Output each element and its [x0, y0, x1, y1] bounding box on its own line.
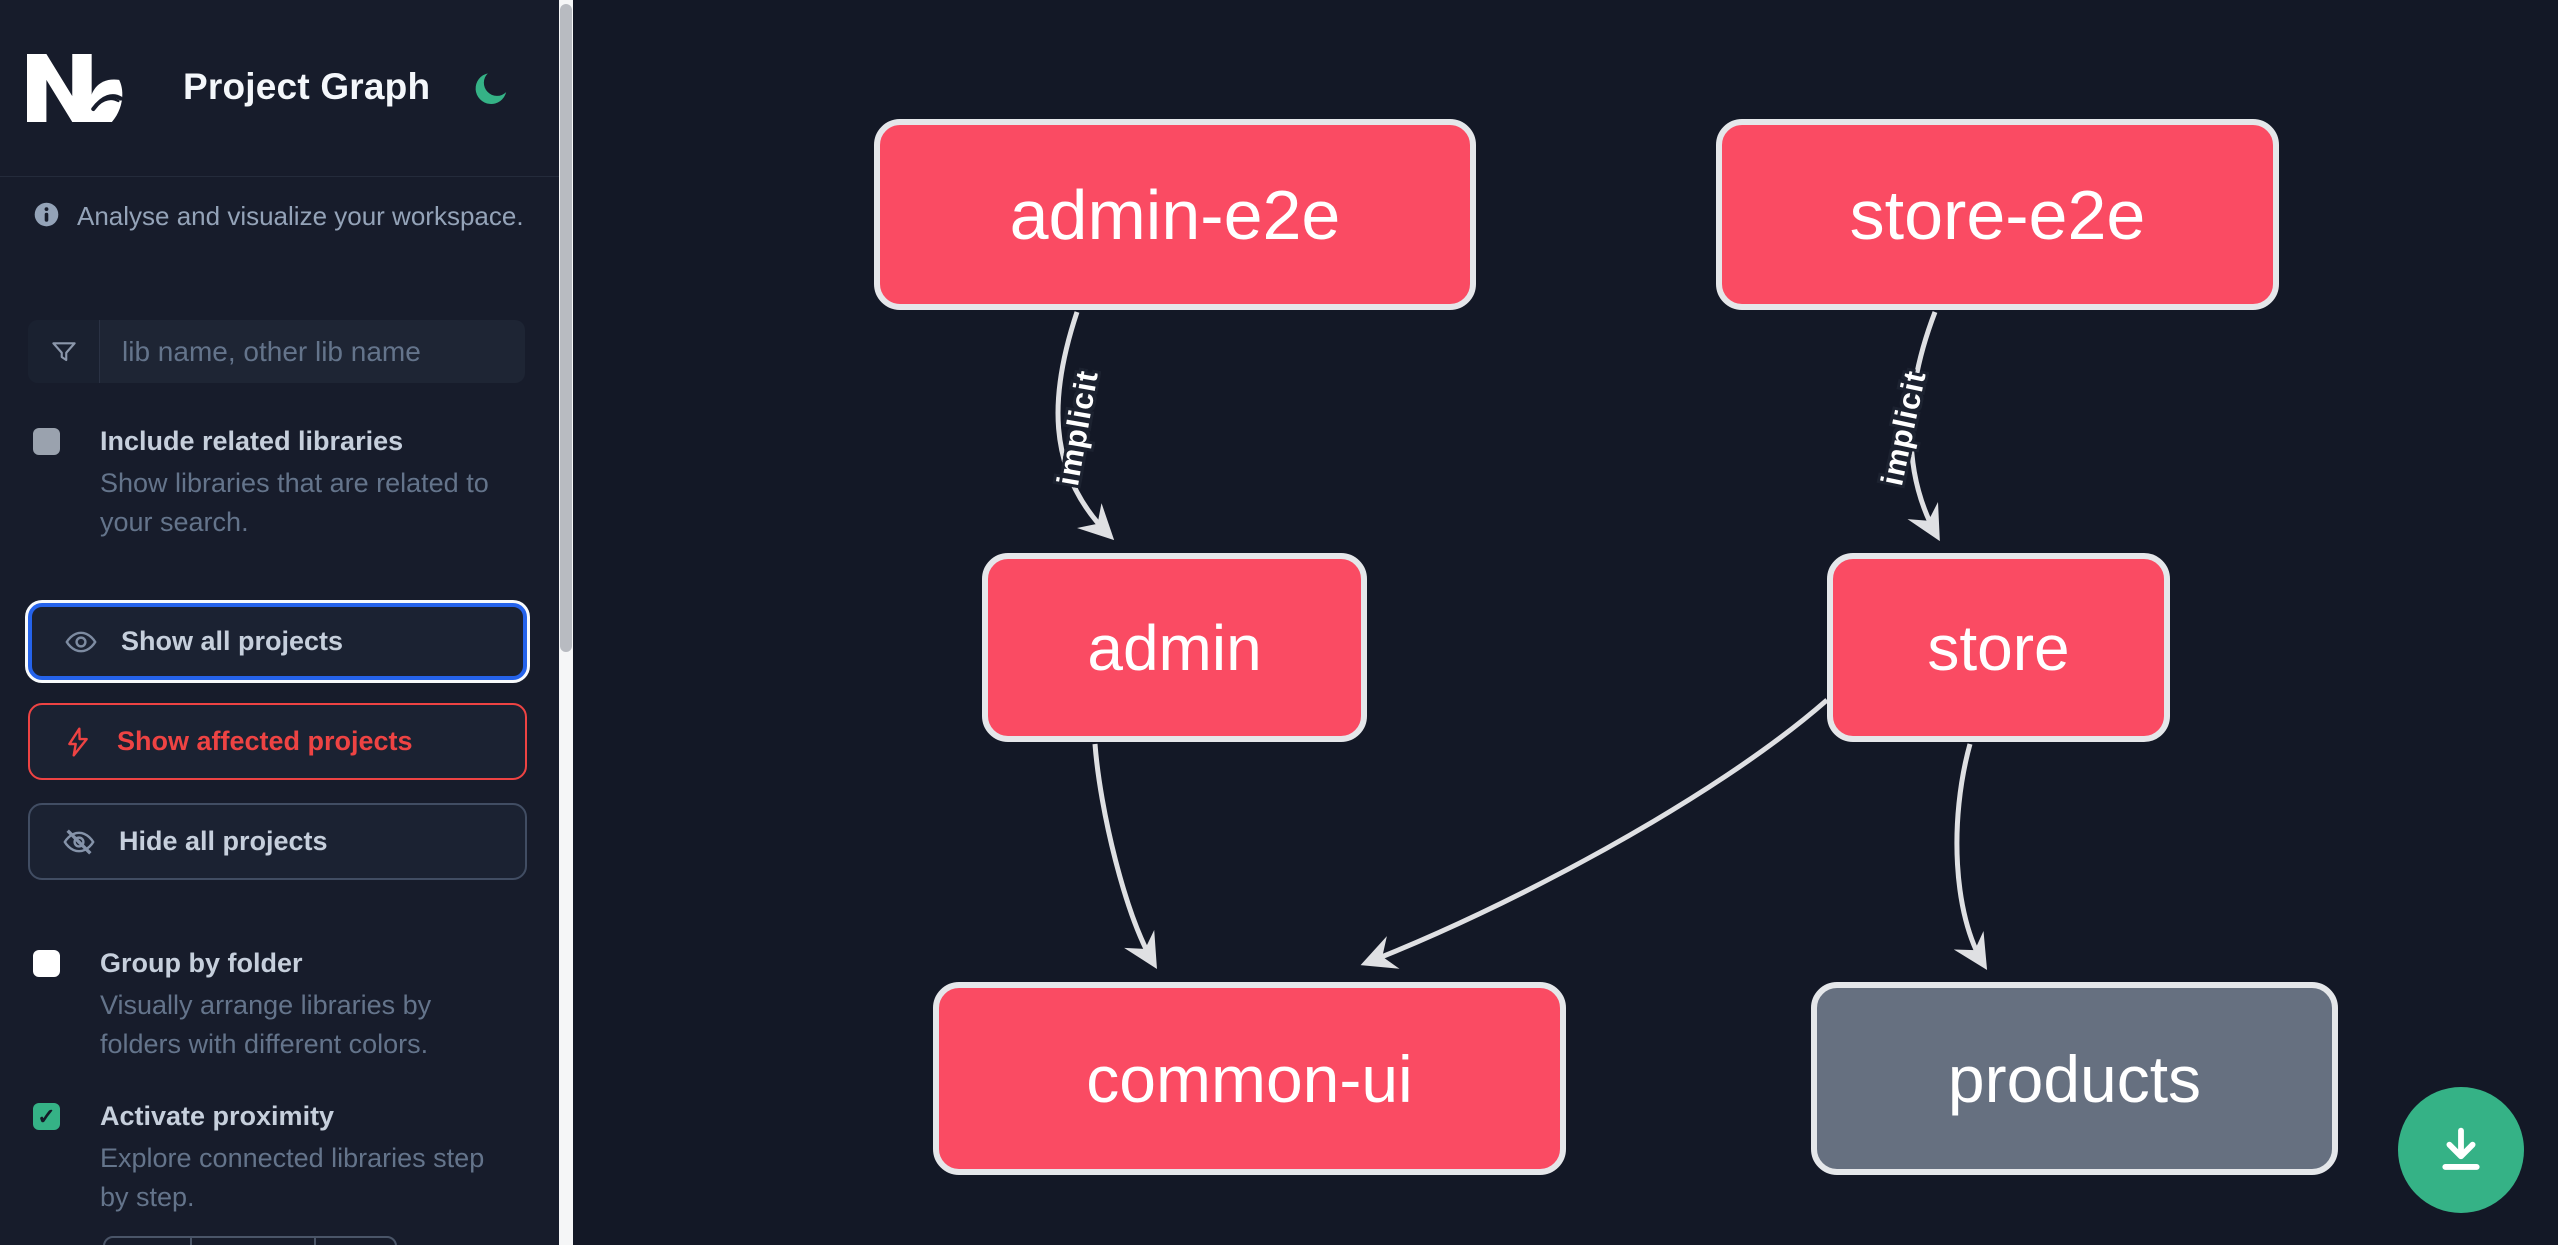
sidebar-scrollbar-track	[559, 0, 573, 1245]
show-all-projects-button[interactable]: Show all projects	[28, 603, 527, 680]
tagline-text: Analyse and visualize your workspace.	[77, 201, 524, 231]
edge-store-to-common-ui	[1360, 698, 1829, 969]
search-input[interactable]	[100, 320, 525, 383]
dependency-edges	[1055, 311, 1988, 970]
dark-mode-toggle-moon-icon[interactable]	[472, 68, 512, 108]
project-node-products[interactable]: products	[1811, 982, 2338, 1175]
edge-admin-to-common-ui	[1092, 743, 1157, 970]
show-affected-projects-label: Show affected projects	[117, 726, 413, 756]
sidebar: Project Graph Analyse and visualize your…	[0, 0, 573, 1245]
lightning-bolt-icon	[68, 726, 88, 757]
stepper-value	[190, 1238, 314, 1245]
stepper-decrement[interactable]	[105, 1238, 190, 1245]
group-by-folder-checkbox-box[interactable]	[33, 950, 60, 977]
search-filter-group	[28, 320, 525, 383]
group-by-folder-label: Group by folder	[100, 948, 303, 978]
include-related-description: Show libraries that are related to your …	[100, 468, 489, 537]
filter-funnel-icon	[28, 320, 100, 383]
project-node-store-e2e[interactable]: store-e2e	[1716, 119, 2279, 310]
show-all-projects-label: Show all projects	[121, 626, 344, 656]
graph-canvas[interactable]: implicit implicit admin-e2e store-e2e ad…	[573, 0, 2558, 1245]
workspace-tagline: Analyse and visualize your workspace.	[33, 200, 533, 232]
project-node-admin[interactable]: admin	[982, 553, 1367, 742]
include-related-label: Include related libraries	[100, 426, 404, 456]
download-graph-button[interactable]	[2398, 1087, 2524, 1213]
hide-all-projects-button[interactable]: Hide all projects	[28, 803, 527, 880]
info-icon	[34, 202, 59, 227]
activate-proximity-checkbox-box[interactable]: ✓	[33, 1103, 60, 1130]
project-node-store[interactable]: store	[1827, 553, 2170, 742]
activate-proximity-description: Explore connected libraries step by step…	[100, 1143, 485, 1212]
page-title: Project Graph	[183, 66, 431, 107]
sidebar-scrollbar-thumb[interactable]	[560, 4, 572, 652]
eye-off-icon	[63, 828, 95, 855]
checkbox-activate-proximity[interactable]: ✓ Activate proximity Explore connected l…	[33, 1099, 503, 1217]
checkbox-include-related-libraries[interactable]: Include related libraries Show libraries…	[33, 424, 503, 542]
activate-proximity-label: Activate proximity	[100, 1101, 335, 1131]
edge-store-to-products	[1953, 743, 1988, 970]
checkbox-group-by-folder[interactable]: Group by folder Visually arrange librari…	[33, 946, 503, 1064]
group-by-folder-description: Visually arrange libraries by folders wi…	[100, 990, 432, 1059]
project-node-common-ui[interactable]: common-ui	[933, 982, 1566, 1175]
project-node-admin-e2e[interactable]: admin-e2e	[874, 119, 1476, 310]
hide-all-projects-label: Hide all projects	[119, 826, 328, 856]
stepper-increment[interactable]	[314, 1238, 395, 1245]
edge-store-e2e-to-store	[1907, 311, 1940, 542]
include-related-checkbox-box[interactable]	[33, 428, 60, 455]
edge-admin-e2e-to-admin	[1055, 311, 1115, 541]
download-icon	[2442, 1127, 2480, 1170]
eye-icon	[65, 631, 97, 652]
checkmark-icon: ✓	[37, 1103, 56, 1129]
sidebar-header: Project Graph	[0, 0, 559, 177]
nx-logo-icon	[27, 54, 123, 122]
show-affected-projects-button[interactable]: Show affected projects	[28, 703, 527, 780]
proximity-depth-stepper[interactable]	[103, 1236, 397, 1245]
